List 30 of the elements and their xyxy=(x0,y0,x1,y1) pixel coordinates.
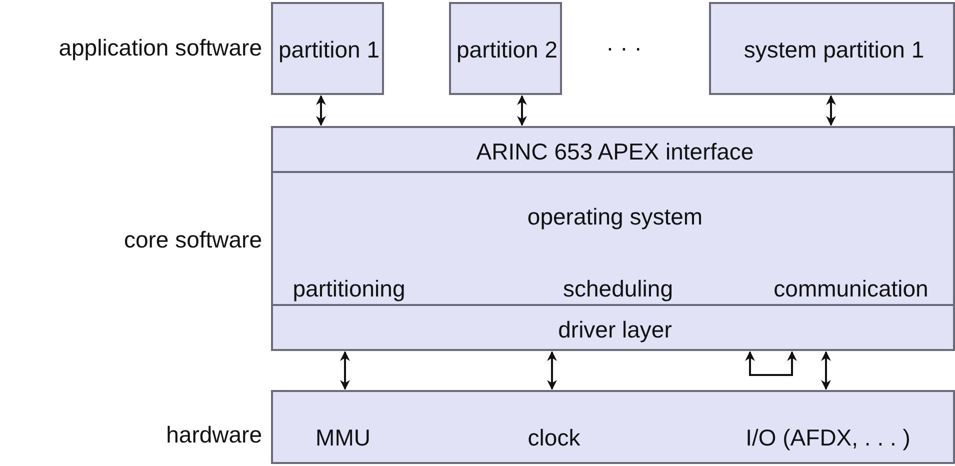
function-label: scheduling xyxy=(563,278,673,300)
node-label: driver layer xyxy=(558,318,672,342)
node-label: partition 1 xyxy=(278,38,380,62)
function-label: partitioning xyxy=(292,278,406,300)
function-label: communication xyxy=(774,278,928,300)
layer-label: hardware xyxy=(166,424,262,446)
double-arrow xyxy=(316,95,326,126)
double-arrow xyxy=(547,351,557,390)
layer-label: core software xyxy=(124,228,262,252)
double-arrow xyxy=(826,95,836,126)
component-label: clock xyxy=(528,426,580,450)
double-arrow xyxy=(517,95,527,126)
partition-box xyxy=(709,2,955,95)
layer-label: application software xyxy=(58,36,262,60)
component-label: I/O (AFDX, . . . ) xyxy=(746,426,910,450)
loopback-arrow xyxy=(745,351,797,376)
os-layer xyxy=(271,171,955,306)
node-label: system partition 1 xyxy=(744,38,924,62)
component-label: MMU xyxy=(316,426,370,450)
interface-layer xyxy=(271,126,955,173)
double-arrow xyxy=(821,351,831,390)
layer-title: operating system xyxy=(527,206,703,228)
node-label: ARINC 653 APEX interface xyxy=(476,140,754,164)
partition-box xyxy=(449,2,562,95)
hardware-layer xyxy=(271,390,955,464)
node-label: partition 2 xyxy=(456,38,558,62)
partition-box xyxy=(271,2,384,95)
ellipsis: · · · xyxy=(606,36,642,60)
double-arrow xyxy=(340,351,350,390)
driver-layer xyxy=(271,304,955,351)
